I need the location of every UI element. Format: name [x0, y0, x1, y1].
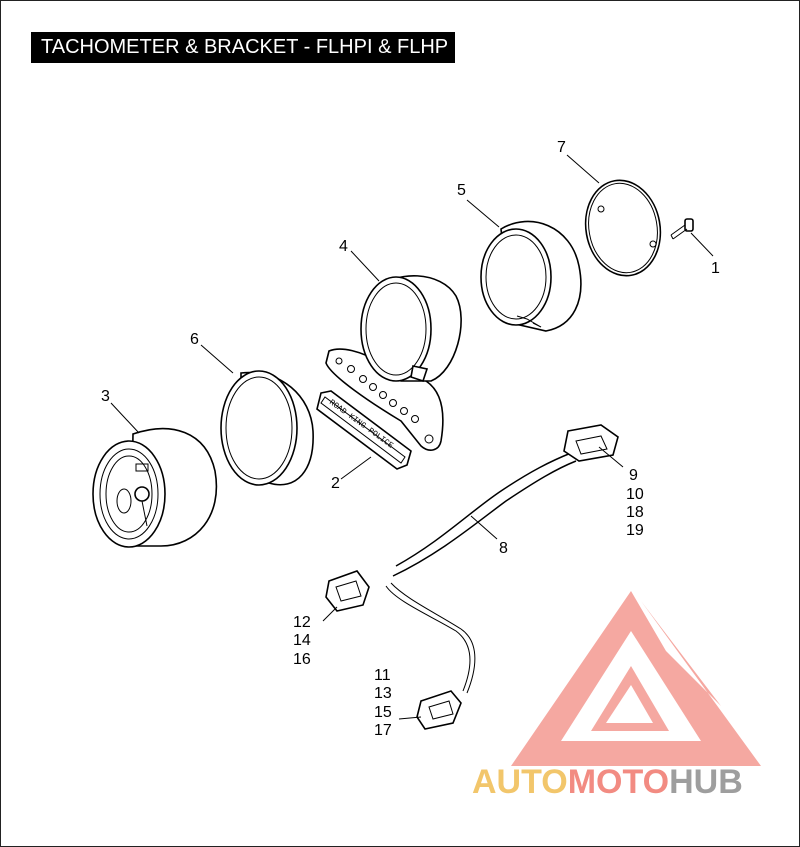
callout-17: 17 — [374, 722, 392, 739]
screw — [670, 218, 694, 240]
callout-15: 15 — [374, 704, 392, 721]
callout-2: 2 — [331, 475, 340, 492]
tachometer-bracket — [325, 274, 462, 451]
callout-10: 10 — [626, 486, 644, 503]
callout-5: 5 — [457, 182, 466, 199]
watermark-part-moto: MOTO — [567, 763, 670, 801]
callout-8: 8 — [499, 540, 508, 557]
bracket-holes — [335, 357, 434, 444]
lens — [584, 179, 662, 277]
callout-4: 4 — [339, 238, 348, 255]
watermark-text: AUTOMOTOHUB — [472, 763, 743, 802]
callout-1: 1 — [711, 260, 720, 277]
callout-19: 19 — [626, 522, 644, 539]
gasket-ring — [220, 370, 314, 486]
callout-11: 11 — [374, 667, 391, 684]
bracket-plate — [316, 390, 412, 470]
watermark-logo — [511, 591, 761, 766]
bezel-ring — [480, 220, 582, 332]
callout-12: 12 — [293, 614, 311, 631]
callout-3: 3 — [101, 388, 110, 405]
callout-7: 7 — [557, 139, 566, 156]
callout-14: 14 — [293, 632, 311, 649]
callout-18: 18 — [626, 504, 644, 521]
page-title: TACHOMETER & BRACKET - FLHPI & FLHP — [31, 32, 455, 63]
callout-13: 13 — [374, 685, 392, 702]
tachometer-gauge — [92, 427, 218, 548]
callout-labels: 1 2 3 4 5 6 7 8 9 10 18 19 12 14 16 11 1… — [101, 139, 720, 739]
callout-6: 6 — [190, 331, 199, 348]
leader-lines — [110, 154, 714, 720]
watermark-part-hub: HUB — [669, 763, 743, 801]
callout-9: 9 — [629, 467, 638, 484]
watermark-part-auto: AUTO — [472, 763, 568, 801]
callout-16: 16 — [293, 651, 311, 668]
